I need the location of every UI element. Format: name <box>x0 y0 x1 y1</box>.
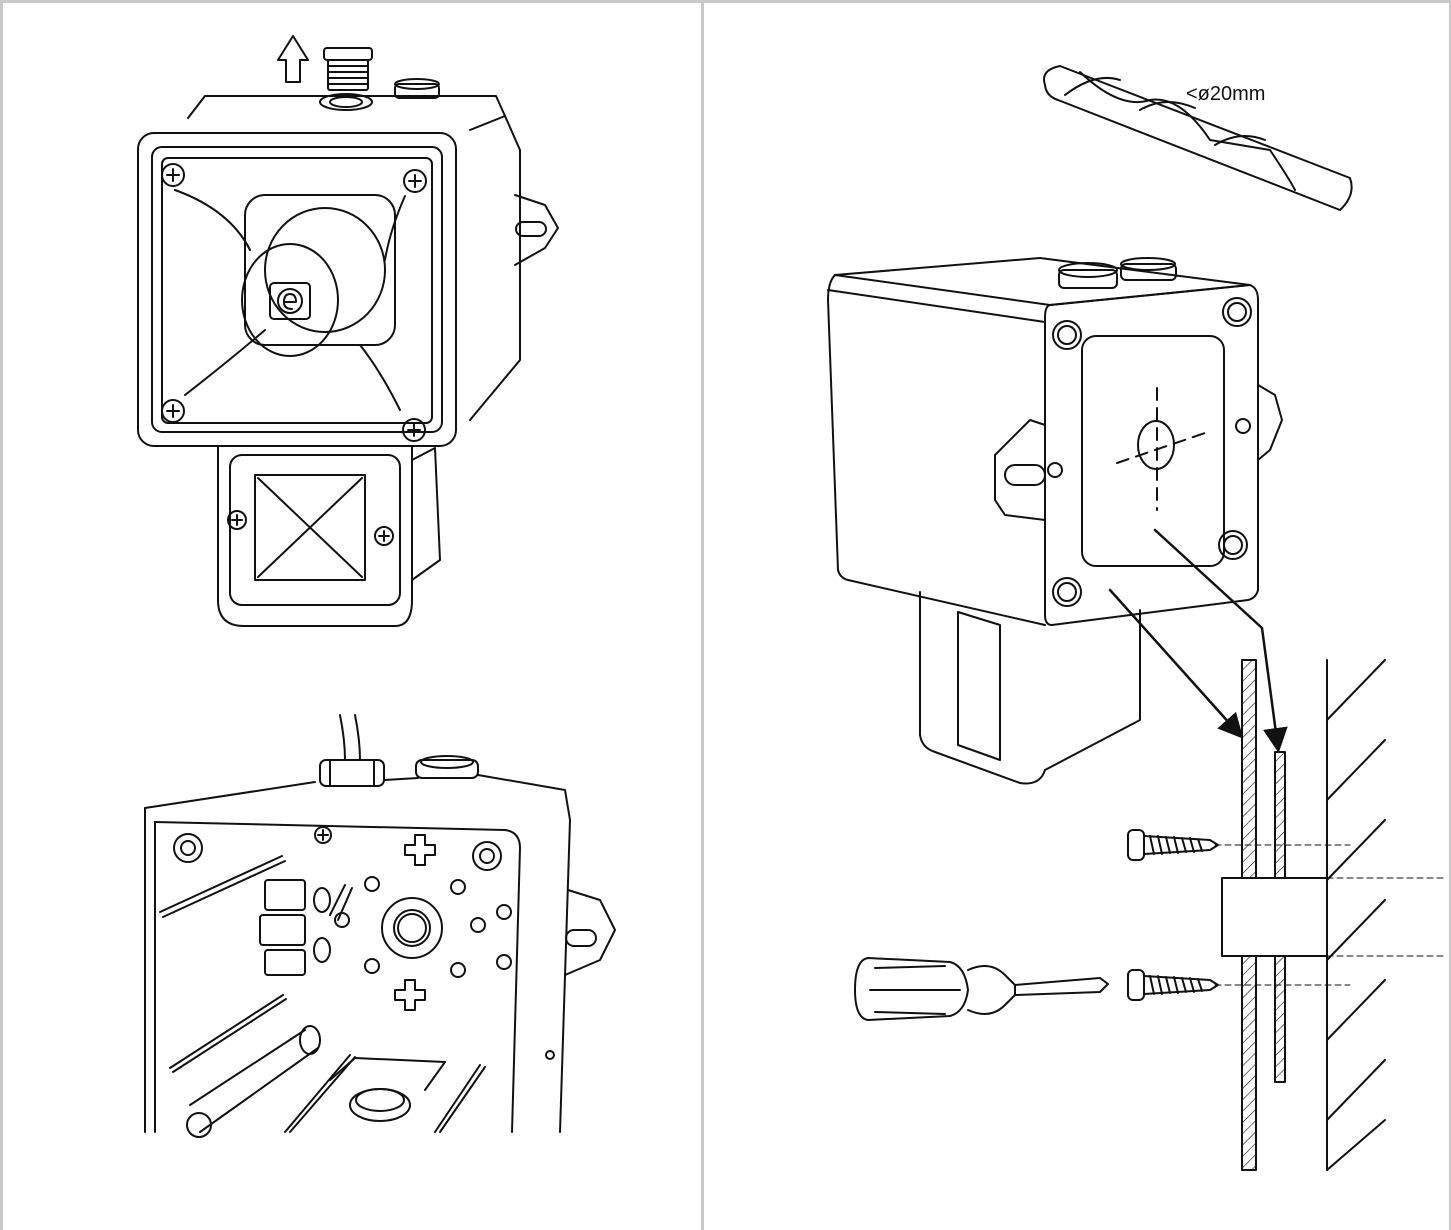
screw-icon <box>1127 969 1219 1001</box>
open-enclosure-view <box>144 714 616 1138</box>
screw-icon <box>1127 829 1219 861</box>
left-panel <box>0 0 702 1230</box>
up-arrow-icon <box>277 35 309 83</box>
beacon-front-view <box>137 35 559 627</box>
drill-bit-icon <box>1043 65 1353 211</box>
wall-section <box>1214 659 1446 1171</box>
screw-icon <box>161 163 427 442</box>
drill-diameter-label: <ø20mm <box>1186 83 1266 105</box>
crosshair-icon <box>1116 387 1206 511</box>
mounting-box-view <box>827 257 1288 785</box>
screwdriver-icon <box>854 957 1109 1021</box>
right-panel <box>702 0 1451 1230</box>
cable-gland-icon <box>323 47 373 91</box>
